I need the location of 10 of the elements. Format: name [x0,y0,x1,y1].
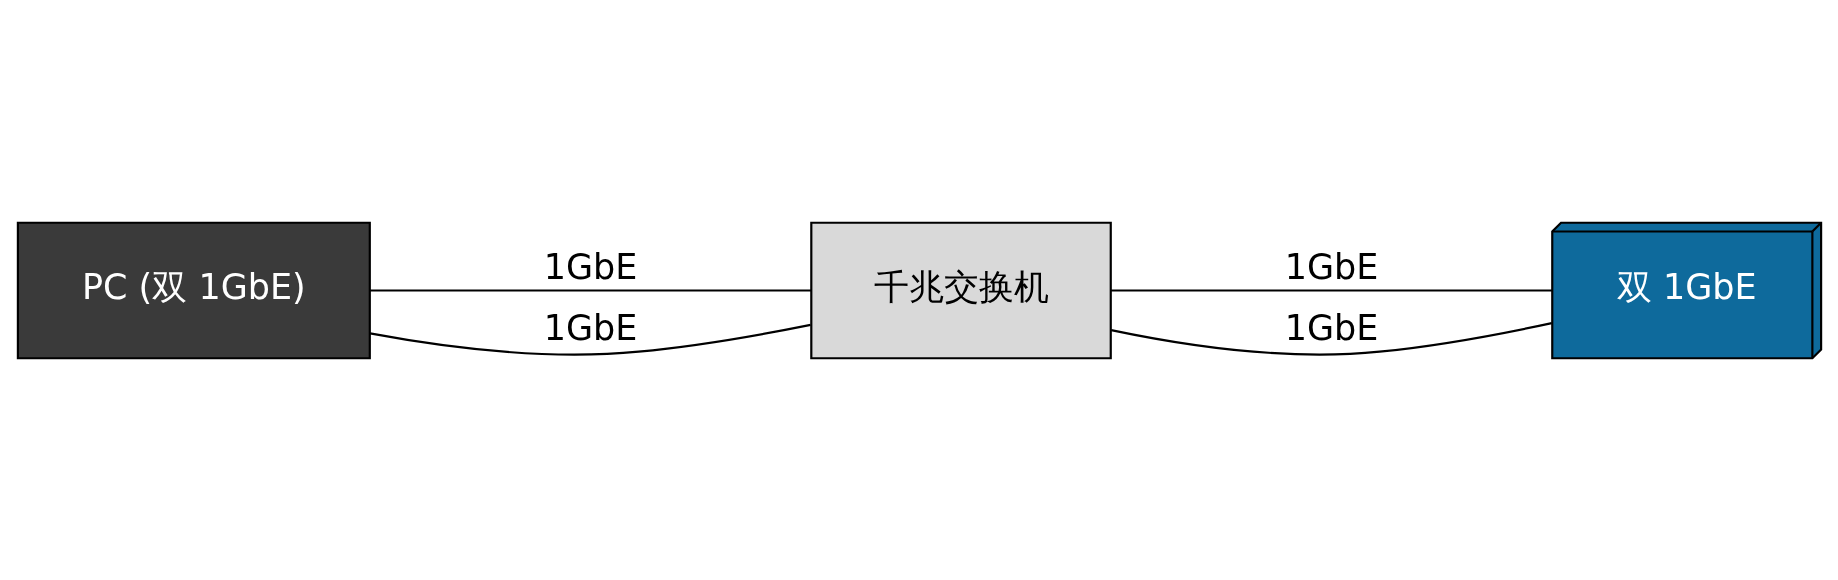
edge-label: 1GbE [543,246,637,287]
edge-label: 1GbE [1284,307,1378,348]
connector [369,323,811,356]
node-box: 千兆交换机 [809,221,1112,359]
connector [369,288,811,292]
edge-label: 1GbE [543,307,637,348]
edge-label: 1GbE [1284,246,1378,287]
node-box: PC (双 1GbE) [16,221,371,359]
connector [1110,321,1552,355]
connector [1110,288,1552,292]
